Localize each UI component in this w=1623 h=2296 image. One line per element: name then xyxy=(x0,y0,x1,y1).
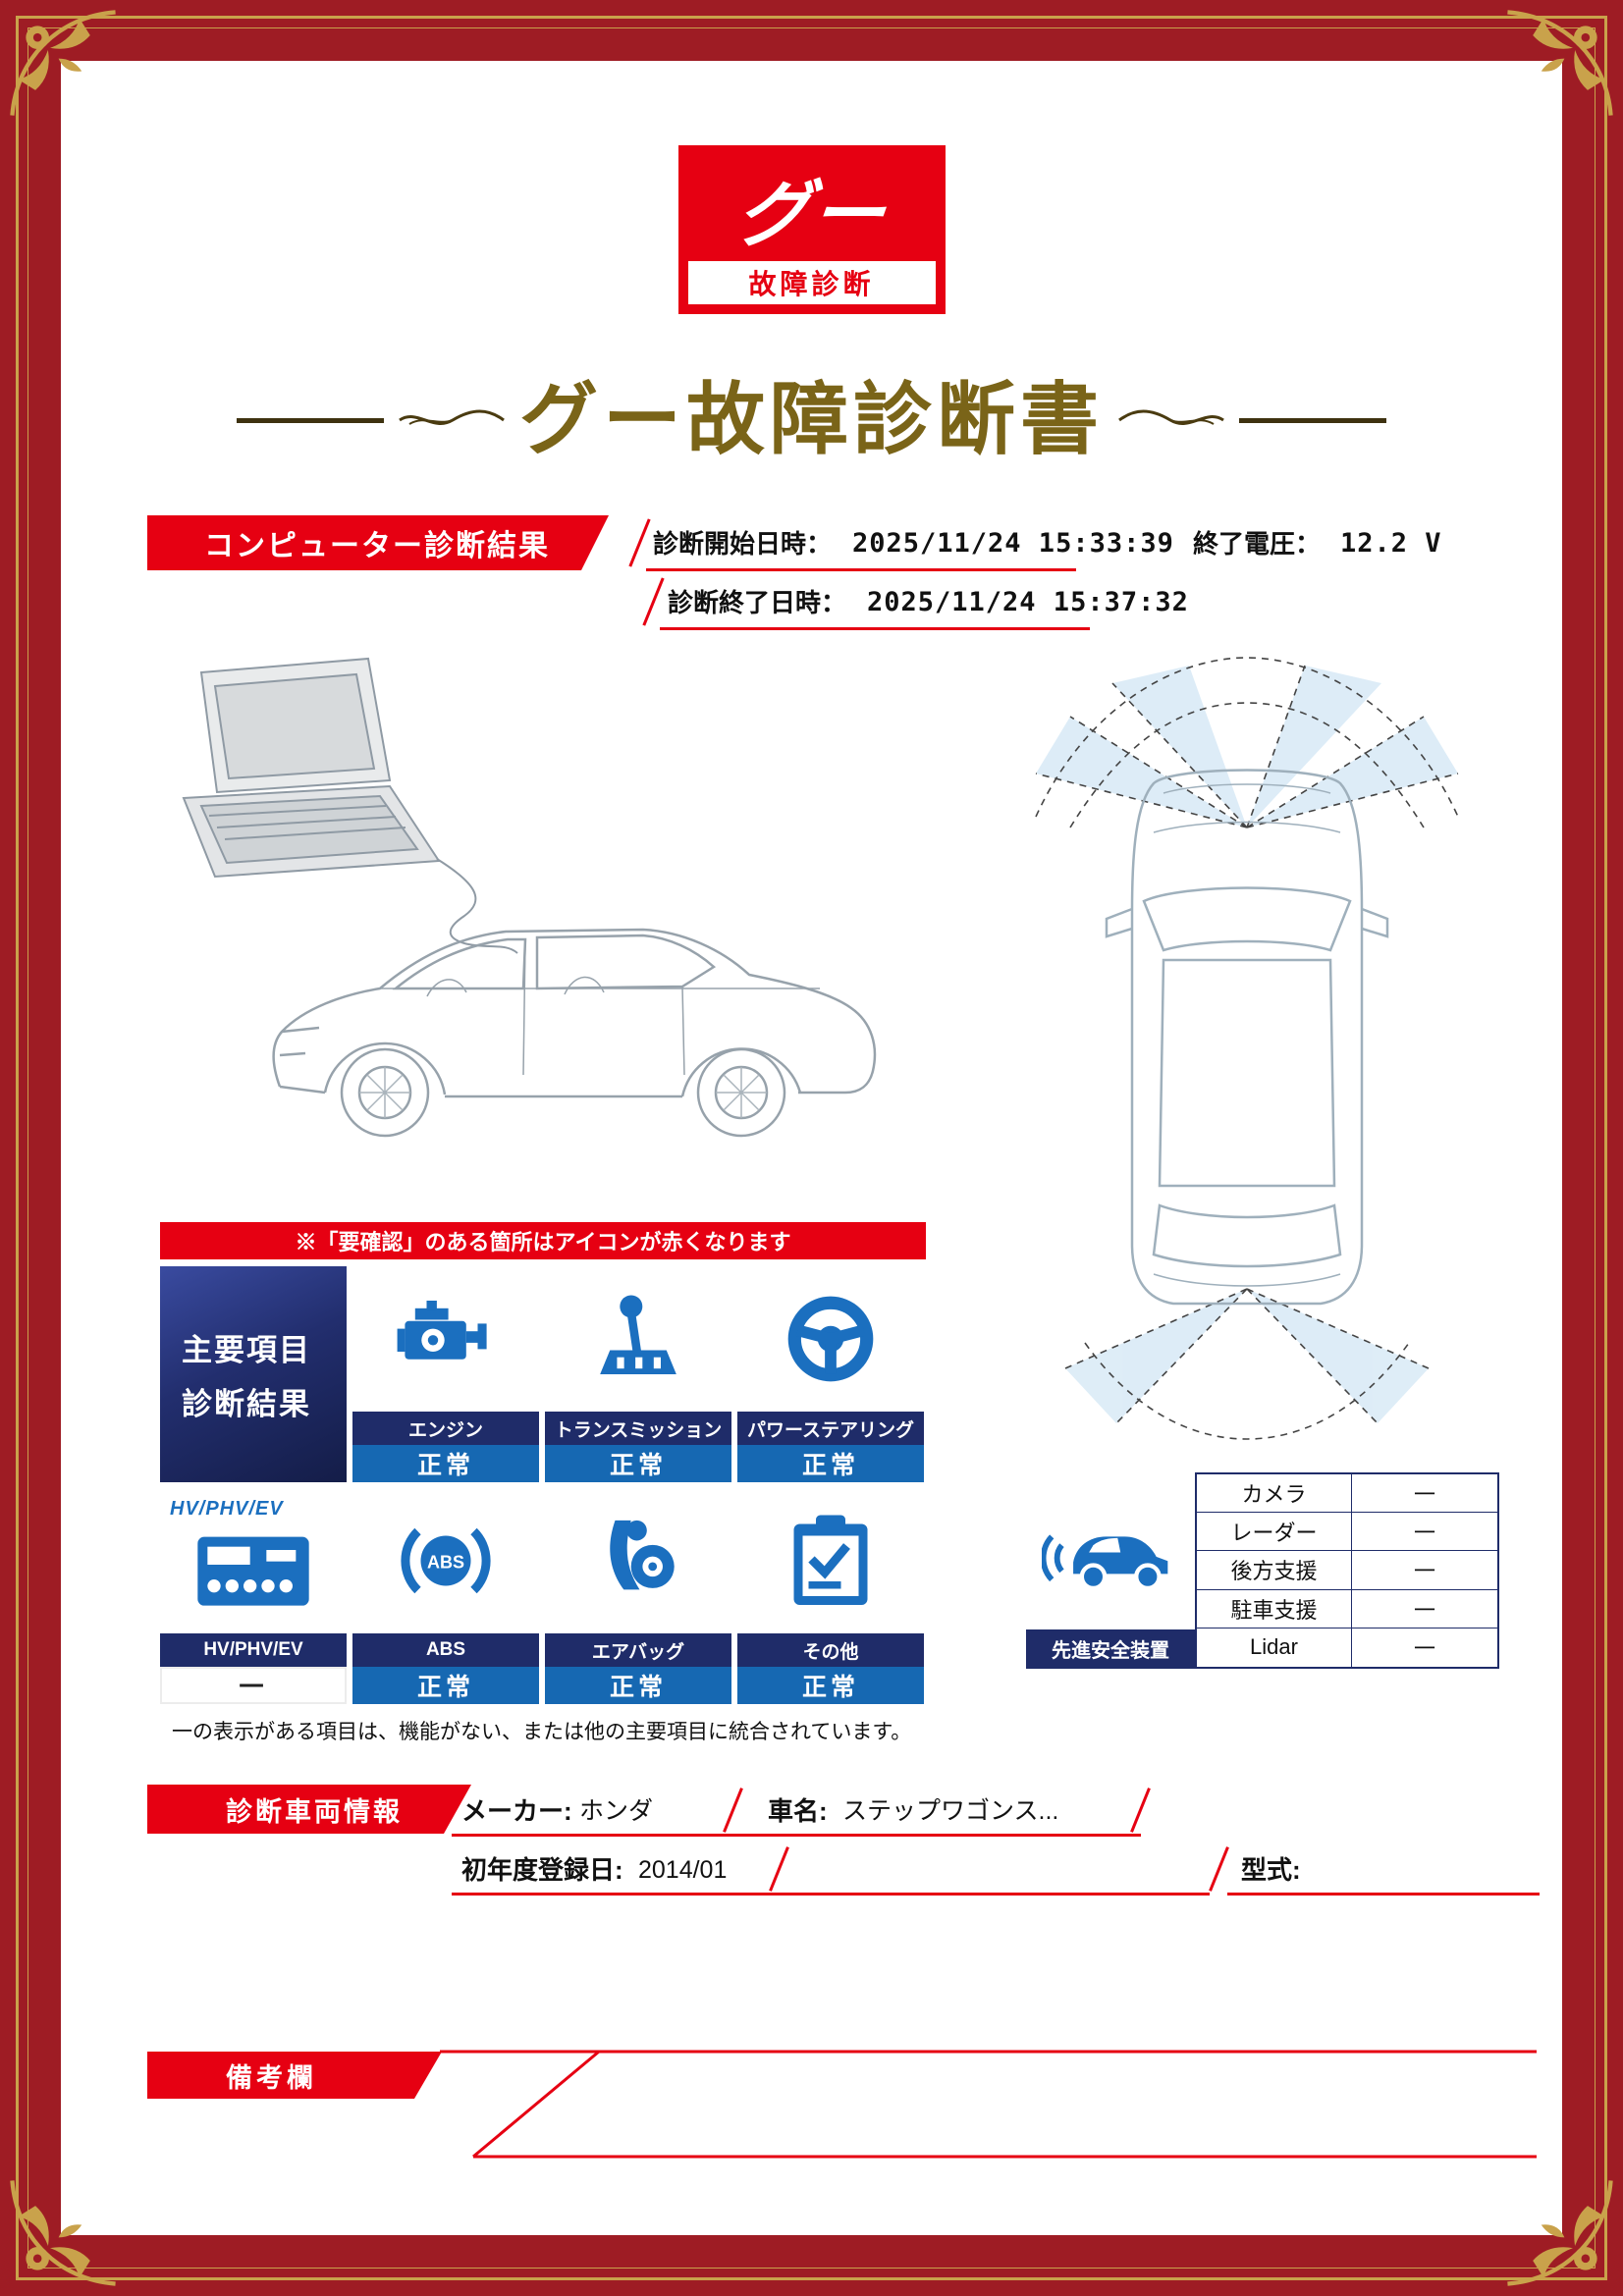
car-name-value: ステップワゴンス... xyxy=(842,1797,1059,1825)
registration-value: 2014/01 xyxy=(638,1856,728,1884)
safety-car-icon xyxy=(1026,1472,1195,1629)
diagnosis-item-label: HV/PHV/EV xyxy=(160,1633,347,1667)
diagnosis-item-status: 一 xyxy=(160,1667,347,1704)
safety-row-label: Lidar xyxy=(1197,1628,1352,1667)
diagnosis-item-label: パワーステアリング xyxy=(737,1412,924,1445)
safety-row-value: 一 xyxy=(1352,1474,1497,1513)
corner-ornament-icon xyxy=(1507,2180,1613,2286)
safety-row-label: 後方支援 xyxy=(1197,1551,1352,1589)
vehicle-top-illustration xyxy=(1035,657,1459,1440)
clipboard-check-icon xyxy=(737,1488,924,1633)
row-underline xyxy=(1227,1893,1540,1896)
row-underline xyxy=(646,568,1076,571)
safety-equipment-table: 先進安全装置 カメラ 一 レーダー 一 後方支援 一 駐車支援 一 Lidar … xyxy=(1026,1472,1499,1669)
row-underline xyxy=(660,627,1090,630)
title-flourish-icon xyxy=(1118,409,1224,425)
title-rule-right xyxy=(1239,417,1386,423)
goo-logo-text: グー xyxy=(731,173,891,255)
document-title-row: グー故障診断書 xyxy=(0,381,1623,459)
abs-icon: ABS xyxy=(352,1488,539,1633)
diagnosis-cell-abs: ABS ABS 正常 xyxy=(352,1488,539,1704)
diagnosis-end-label: 診断終了日時： xyxy=(668,588,847,617)
diagnosis-item-status: 正常 xyxy=(737,1445,924,1482)
diagnosis-item-label: エアバッグ xyxy=(545,1633,731,1667)
remarks-ruled-lines xyxy=(440,2050,1537,2159)
safety-row: カメラ 一 xyxy=(1197,1474,1497,1514)
model-code-label: 型式: xyxy=(1241,1855,1301,1885)
safety-row-value: 一 xyxy=(1352,1513,1497,1551)
safety-row: レーダー 一 xyxy=(1197,1513,1497,1552)
safety-row-value: 一 xyxy=(1352,1589,1497,1628)
engine-icon xyxy=(352,1266,539,1412)
svg-text:ABS: ABS xyxy=(427,1553,464,1573)
diagnosis-cell-other: その他 正常 xyxy=(737,1488,924,1704)
diagnosis-cell-transmission: トランスミッション 正常 xyxy=(545,1266,731,1482)
section-banner-vehicle-info: 診断車両情報 xyxy=(147,1785,471,1834)
title-flourish-icon xyxy=(399,409,505,425)
safety-equipment-title: 先進安全装置 xyxy=(1026,1629,1195,1669)
vehicle-side-illustration xyxy=(182,657,877,1138)
summary-panel-line2: 診断結果 xyxy=(182,1387,311,1421)
safety-equipment-left: 先進安全装置 xyxy=(1026,1472,1195,1669)
end-voltage-value: 12.2 V xyxy=(1340,528,1442,559)
diagnosis-item-label: トランスミッション xyxy=(545,1412,731,1445)
end-voltage-label: 終了電圧： xyxy=(1193,529,1322,559)
divider-slash xyxy=(628,518,651,567)
goo-logo: グー 故障診断 xyxy=(677,145,946,314)
diagnosis-item-status: 正常 xyxy=(545,1667,731,1704)
row-underline xyxy=(452,1834,1141,1837)
section-banner-remarks: 備考欄 xyxy=(147,2052,442,2099)
alert-note: ※「要確認」のある箇所はアイコンが赤くなります xyxy=(160,1222,926,1259)
dash-explanation-note: 一の表示がある項目は、機能がない、または他の主要項目に統合されています。 xyxy=(172,1721,912,1743)
diagnosis-cell-power-steering: パワーステアリング 正常 xyxy=(737,1266,924,1482)
transmission-icon xyxy=(545,1266,731,1412)
diagnosis-cell-engine: エンジン 正常 xyxy=(352,1266,539,1482)
divider-slash xyxy=(642,577,665,626)
safety-row-label: レーダー xyxy=(1197,1513,1352,1551)
ev-header-label: HV/PHV/EV xyxy=(170,1498,284,1520)
airbag-icon xyxy=(545,1488,731,1633)
diagnosis-end-value: 2025/11/24 15:37:32 xyxy=(867,587,1189,617)
diagnosis-item-label: その他 xyxy=(737,1633,924,1667)
divider-slash xyxy=(1130,1788,1151,1833)
diagnosis-item-label: エンジン xyxy=(352,1412,539,1445)
diagnosis-cell-hv-phv-ev: HV/PHV/EV HV/PHV/EV 一 xyxy=(160,1488,347,1704)
section-banner-computer-diagnosis: コンピューター診断結果 xyxy=(147,515,609,570)
page-title: グー故障診断書 xyxy=(519,376,1104,463)
divider-slash xyxy=(1209,1846,1229,1892)
registration-label: 初年度登録日: xyxy=(461,1855,623,1885)
corner-ornament-icon xyxy=(10,2180,116,2286)
diagnosis-item-label: ABS xyxy=(352,1633,539,1667)
corner-ornament-icon xyxy=(1507,10,1613,116)
ev-charger-icon: HV/PHV/EV xyxy=(160,1488,347,1633)
diagnosis-item-status: 正常 xyxy=(352,1445,539,1482)
diagnosis-item-status: 正常 xyxy=(545,1445,731,1482)
diagnosis-start-label: 診断開始日時： xyxy=(653,529,833,559)
summary-panel: 主要項目 診断結果 xyxy=(160,1266,347,1482)
diagnosis-item-status: 正常 xyxy=(737,1667,924,1704)
car-name-label: 車名: xyxy=(768,1796,828,1826)
safety-equipment-rows: カメラ 一 レーダー 一 後方支援 一 駐車支援 一 Lidar 一 xyxy=(1195,1472,1499,1669)
summary-panel-line1: 主要項目 xyxy=(182,1333,311,1367)
goo-logo-subtitle: 故障診断 xyxy=(687,261,936,304)
safety-row-value: 一 xyxy=(1352,1628,1497,1667)
safety-row-value: 一 xyxy=(1352,1551,1497,1589)
safety-row-label: 駐車支援 xyxy=(1197,1589,1352,1628)
maker-label: メーカー: xyxy=(461,1796,572,1826)
safety-row: 駐車支援 一 xyxy=(1197,1589,1497,1629)
steering-wheel-icon xyxy=(737,1266,924,1412)
safety-row-label: カメラ xyxy=(1197,1474,1352,1513)
diagnosis-cell-airbag: エアバッグ 正常 xyxy=(545,1488,731,1704)
title-rule-left xyxy=(237,417,384,423)
divider-slash xyxy=(723,1788,743,1833)
diagnosis-grid: 主要項目 診断結果 エンジン 正常 xyxy=(160,1266,924,1704)
maker-value: ホンダ xyxy=(579,1797,654,1825)
divider-slash xyxy=(769,1846,789,1892)
row-underline xyxy=(452,1893,1210,1896)
diagnosis-start-value: 2025/11/24 15:33:39 xyxy=(852,528,1174,559)
diagnosis-item-status: 正常 xyxy=(352,1667,539,1704)
safety-row: Lidar 一 xyxy=(1197,1628,1497,1667)
corner-ornament-icon xyxy=(10,10,116,116)
safety-row: 後方支援 一 xyxy=(1197,1551,1497,1590)
